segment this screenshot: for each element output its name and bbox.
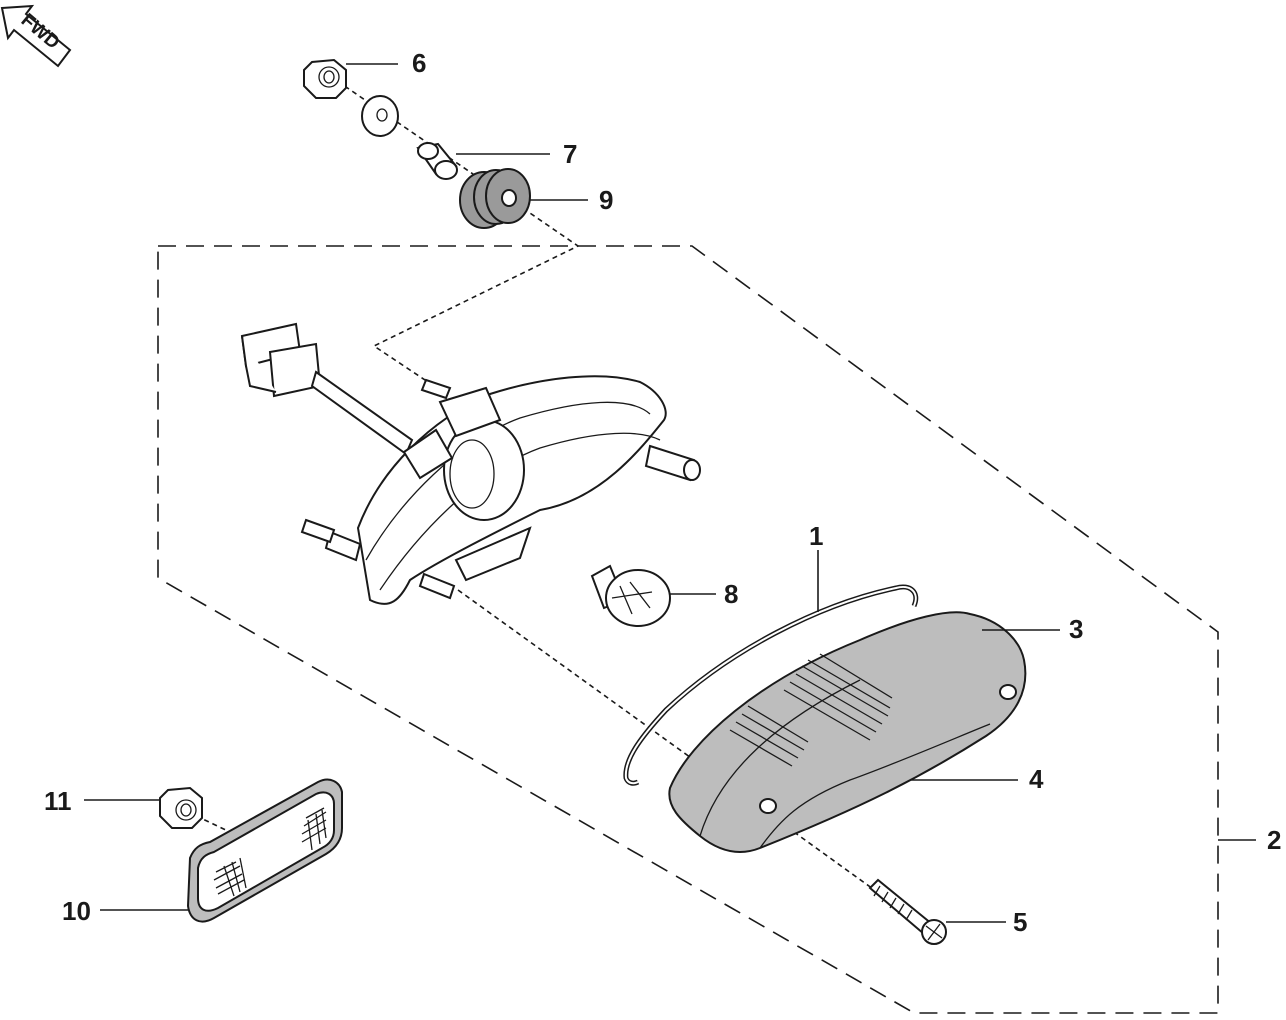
callout-9: 9 [599, 185, 613, 215]
lens-seal [623, 584, 919, 786]
spacer-collar [416, 142, 458, 180]
screw [868, 878, 947, 945]
assembly-boundary [157, 245, 1219, 1014]
callout-11: 11 [44, 786, 72, 816]
flange-nut-top [303, 58, 347, 99]
tail-lamp-lens [668, 611, 1027, 853]
callout-3: 3 [1069, 614, 1083, 644]
reflector [186, 778, 343, 923]
callout-10: 10 [62, 896, 91, 926]
callout-4: 4 [1029, 764, 1044, 794]
rubber-grommet [459, 168, 531, 229]
callout-labels: 6 7 9 1 8 3 4 2 5 11 10 [44, 48, 1281, 937]
callout-2: 2 [1267, 825, 1281, 855]
callout-6: 6 [412, 48, 426, 78]
callout-1: 1 [809, 521, 823, 551]
fwd-arrow-icon: FWD [0, 4, 72, 68]
washer [361, 95, 399, 137]
lamp-housing [240, 322, 701, 605]
callout-8: 8 [724, 579, 738, 609]
callout-5: 5 [1013, 907, 1027, 937]
lamp-bulb [590, 564, 671, 627]
flange-nut-bottom [159, 786, 203, 829]
callout-7: 7 [563, 139, 577, 169]
leader-lines [84, 63, 1256, 923]
